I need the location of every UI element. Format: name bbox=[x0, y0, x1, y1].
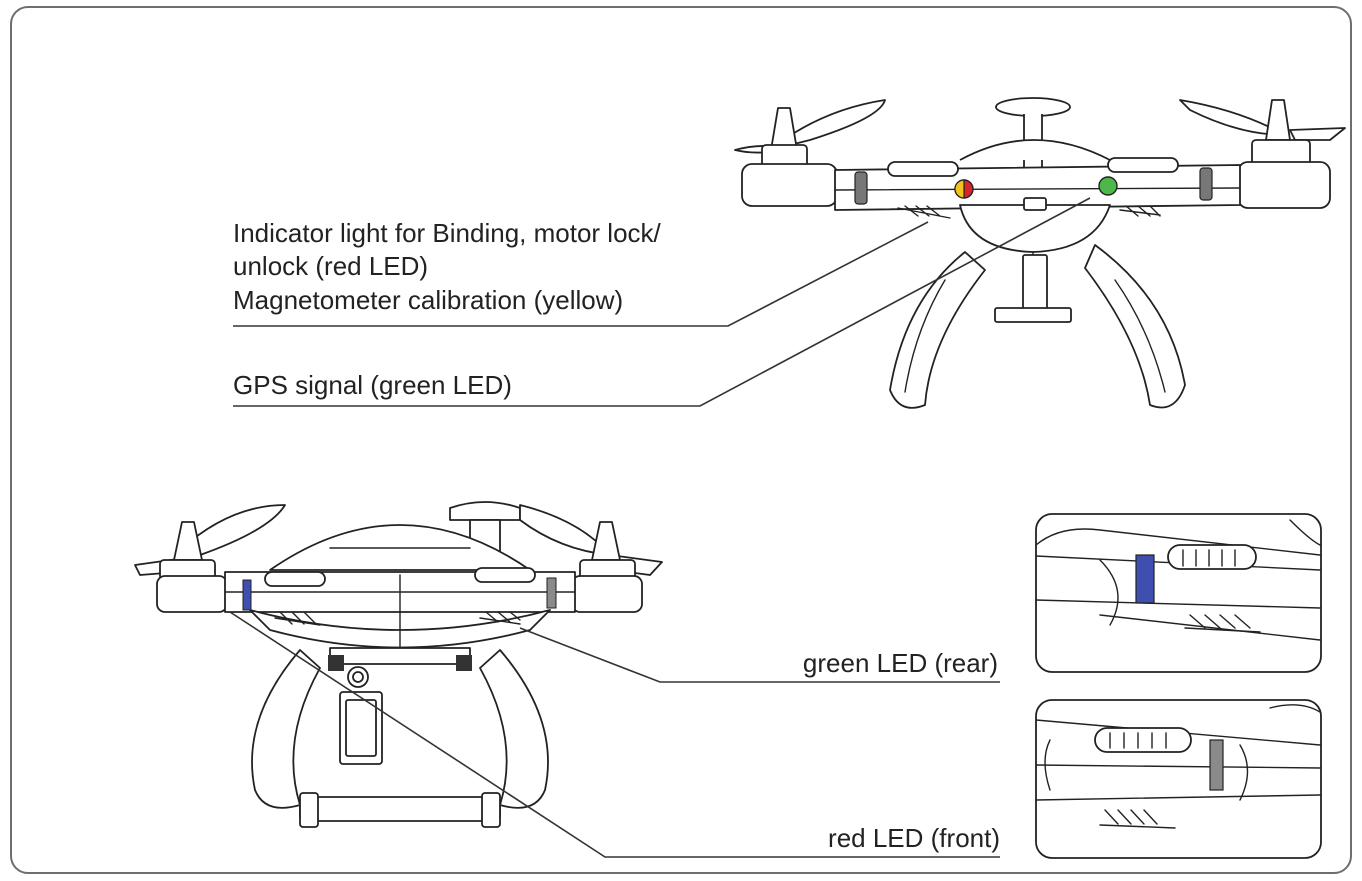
detail-inset-front bbox=[1035, 699, 1322, 859]
label-binding-line1: Indicator light for Binding, motor lock/ bbox=[233, 218, 661, 248]
label-binding-line2: unlock (red LED) bbox=[233, 251, 429, 282]
detail-inset-rear bbox=[1035, 513, 1322, 673]
diagram-frame bbox=[10, 6, 1352, 874]
leader-line-gps bbox=[233, 197, 1091, 407]
drone-front-view bbox=[734, 97, 1346, 409]
drone-rear-view bbox=[134, 501, 663, 828]
leader-line-red-front bbox=[229, 611, 1000, 858]
label-red-led-front: red LED (front) bbox=[828, 823, 1000, 853]
leader-line-binding bbox=[233, 221, 929, 327]
label-magnetometer: Magnetometer calibration (yellow) bbox=[233, 284, 624, 315]
label-binding-magnetometer: Indicator light for Binding, motor lock/… bbox=[233, 217, 661, 317]
leader-line-green-rear bbox=[519, 627, 1000, 683]
label-gps: GPS signal (green LED) bbox=[233, 370, 512, 400]
label-green-led-rear: green LED (rear) bbox=[802, 648, 998, 678]
